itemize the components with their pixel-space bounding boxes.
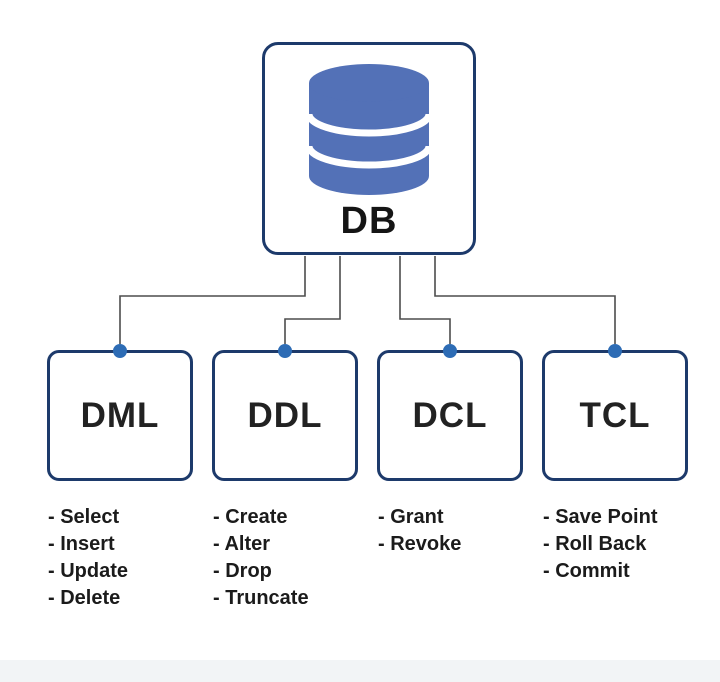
command-item: Insert [48, 531, 193, 558]
command-list-dml: Select Insert Update Delete [47, 504, 193, 612]
command-list-dcl: Grant Revoke [377, 504, 523, 558]
connector-dot [113, 344, 127, 358]
node-dcl-box: DCL [377, 344, 523, 481]
db-node: DB [262, 42, 476, 255]
command-item: Alter [213, 531, 358, 558]
db-label: DB [340, 199, 398, 242]
node-label: DDL [247, 395, 323, 435]
bottom-band [0, 660, 720, 682]
command-item: Drop [213, 558, 358, 585]
connector-db-dml [119, 256, 306, 344]
connector-dot [443, 344, 457, 358]
node-dml: DML Select Insert Update Delete [47, 344, 193, 612]
command-item: Grant [378, 504, 523, 531]
command-item: Revoke [378, 531, 523, 558]
node-tcl-box: TCL [542, 344, 688, 481]
command-item: Delete [48, 585, 193, 612]
database-icon [305, 63, 433, 195]
node-tcl: TCL Save Point Roll Back Commit [542, 344, 688, 585]
connector-db-dcl [399, 256, 451, 344]
connector-dot [608, 344, 622, 358]
command-item: Roll Back [543, 531, 688, 558]
node-label: DCL [412, 395, 488, 435]
command-item: Select [48, 504, 193, 531]
command-list-tcl: Save Point Roll Back Commit [542, 504, 688, 585]
node-ddl: DDL Create Alter Drop Truncate [212, 344, 358, 612]
node-label: DML [80, 395, 160, 435]
command-item: Save Point [543, 504, 688, 531]
command-item: Truncate [213, 585, 358, 612]
node-dml-box: DML [47, 344, 193, 481]
connector-db-tcl [434, 256, 616, 344]
node-dcl: DCL Grant Revoke [377, 344, 523, 558]
command-list-ddl: Create Alter Drop Truncate [212, 504, 358, 612]
node-ddl-box: DDL [212, 344, 358, 481]
command-item: Update [48, 558, 193, 585]
connector-dot [278, 344, 292, 358]
command-item: Create [213, 504, 358, 531]
node-label: TCL [579, 395, 651, 435]
connector-db-ddl [284, 256, 341, 344]
command-item: Commit [543, 558, 688, 585]
